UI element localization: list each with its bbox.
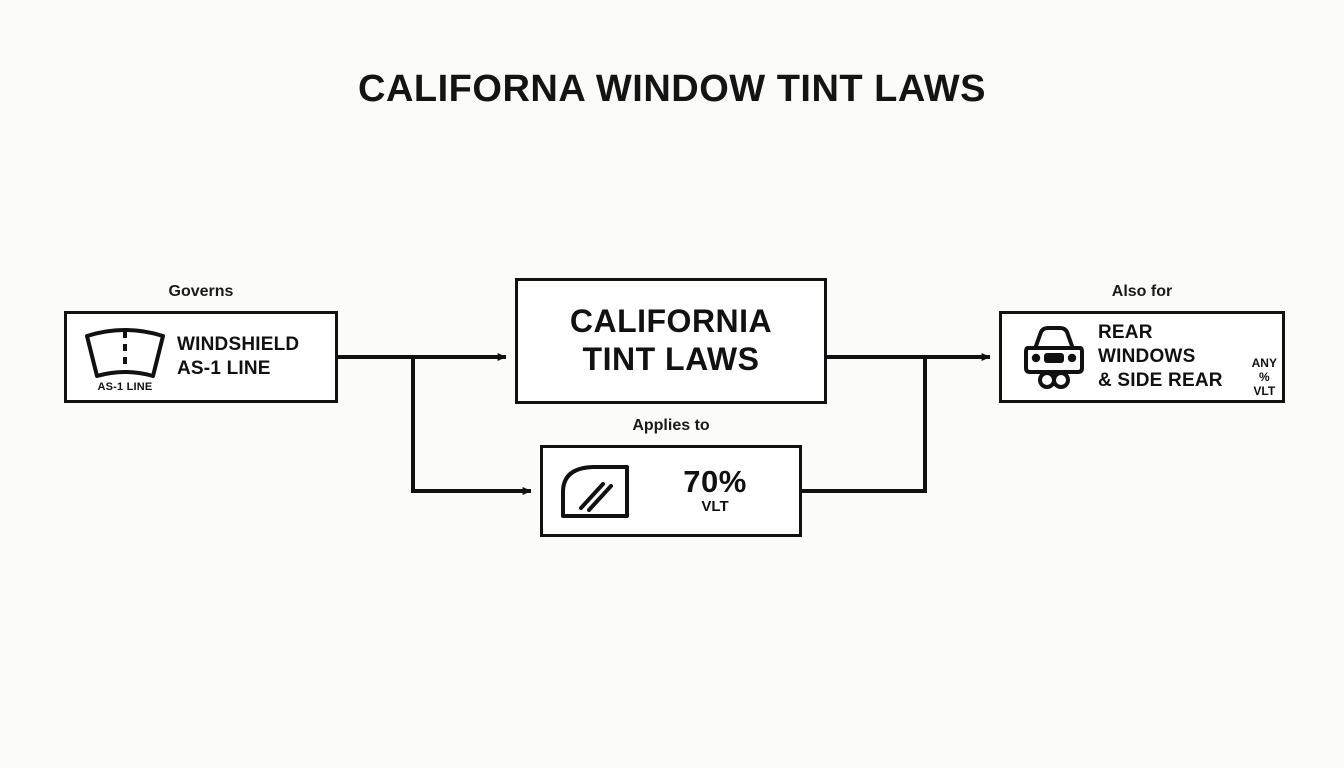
center-label-line1: CALIFORNIA [569,303,773,340]
vlt-percent-value: 70% [683,463,747,499]
windshield-icon-label: AS-1 LINE [97,381,153,393]
caption-applies-to: Applies to [632,417,710,434]
vlt-value-group: 70% VLT [639,466,791,517]
center-label-line2: TINT LAWS [582,341,760,377]
rear-vlt-note-line2: VLT [1253,383,1276,398]
caption-also-for: Also for [1111,283,1173,300]
node-windshield-as1[interactable]: AS-1 LINE WINDSHIELD AS-1 LINE [64,311,338,403]
center-label: CALIFORNIA TINT LAWS [570,303,772,379]
connector-branch-to-front-side [411,357,532,495]
page-title: CALIFORNA WINDOW TINT LAWS [358,68,986,110]
rear-vlt-note: ANY % VLT [1247,356,1282,398]
vlt-unit-label: VLT [701,497,729,515]
rear-label-line1: REAR WINDOWS [1098,322,1196,368]
windshield-as1-icon: AS-1 LINE [79,322,171,393]
rear-vlt-note-line1: ANY % [1251,356,1277,385]
node-rear-windows[interactable]: REAR WINDOWS & SIDE REAR ANY % VLT [999,311,1285,403]
car-window-glass-icon [553,458,639,524]
car-rear-view-icon [1018,324,1090,390]
windshield-label-line1: WINDSHIELD [177,334,300,356]
rear-label-line2: & SIDE REAR [1098,369,1223,391]
windshield-label: WINDSHIELD AS-1 LINE [177,333,299,381]
node-california-tint-laws[interactable]: CALIFORNIA TINT LAWS [515,278,827,404]
caption-governs: Governs [168,283,234,300]
node-front-side-70-vlt[interactable]: 70% VLT [540,445,802,537]
windshield-label-line2: AS-1 LINE [177,358,271,379]
rear-label: REAR WINDOWS & SIDE REAR [1098,321,1241,392]
rear-text-group: REAR WINDOWS & SIDE REAR ANY % VLT [1098,321,1282,397]
